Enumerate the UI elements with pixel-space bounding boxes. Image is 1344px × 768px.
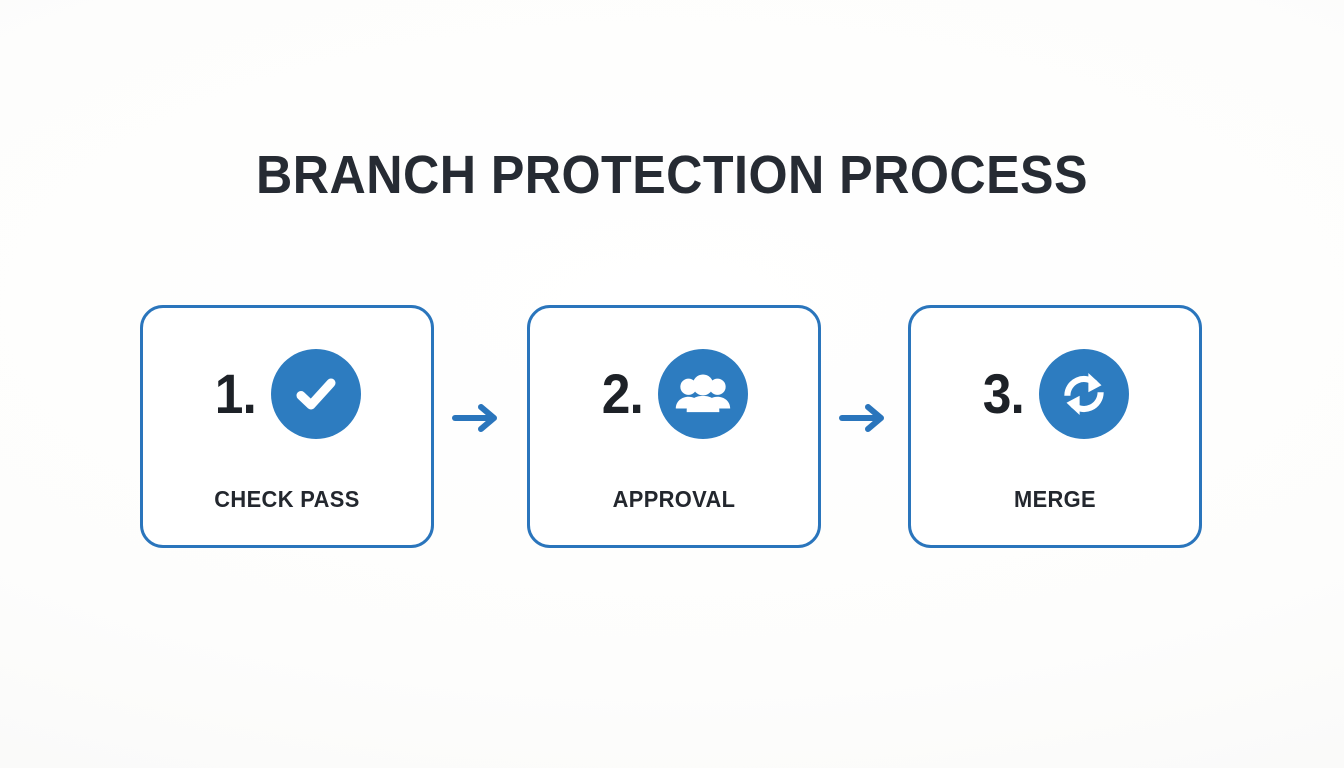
connector-2 — [830, 398, 898, 438]
step-label-1: CHECK PASS — [214, 486, 360, 512]
arrow-right-icon — [451, 401, 503, 435]
step-number-2: 2. — [601, 362, 643, 425]
step-card-2-header: 2. — [530, 308, 818, 480]
step-card-1[interactable]: 1. CHECK PASS — [140, 305, 434, 548]
step-number-3: 3. — [982, 362, 1024, 425]
step-number-1: 1. — [214, 362, 256, 425]
step-card-3-header: 3. — [911, 308, 1199, 480]
step-card-2[interactable]: 2. APPROVAL — [527, 305, 821, 548]
people-group-icon — [658, 349, 749, 439]
step-label-2: APPROVAL — [612, 486, 736, 512]
page-title: BRANCH PROTECTION PROCESS — [256, 145, 1088, 205]
sync-arrows-icon — [1039, 349, 1130, 439]
arrow-right-icon — [838, 401, 890, 435]
check-circle-icon — [271, 349, 362, 439]
step-card-1-header: 1. — [143, 308, 431, 480]
step-card-3[interactable]: 3. MERGE — [908, 305, 1202, 548]
step-label-3: MERGE — [1013, 486, 1097, 512]
connector-1 — [443, 398, 511, 438]
